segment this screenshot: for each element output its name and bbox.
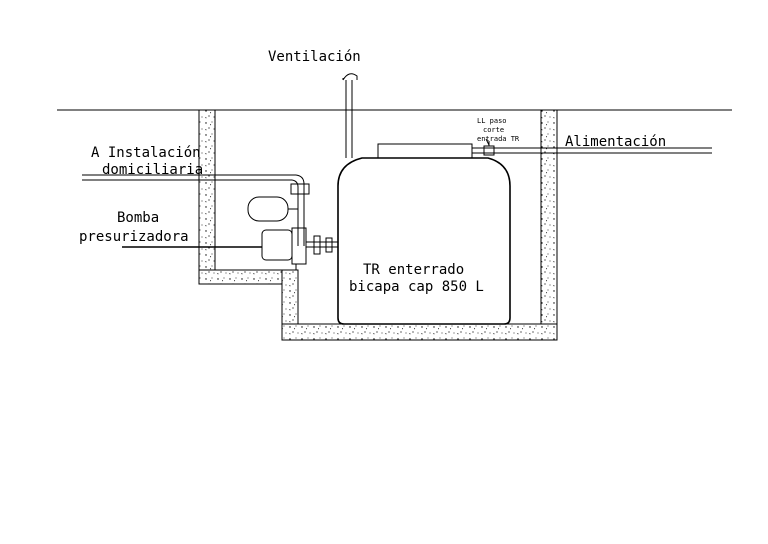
label-tanque-line2: bicapa cap 850 L bbox=[349, 279, 484, 295]
pressure-tank bbox=[247, 196, 298, 222]
ventilation-pipe bbox=[342, 73, 358, 158]
label-tanque-line1: TR enterrado bbox=[363, 262, 464, 278]
label-alimentacion: Alimentación bbox=[565, 134, 666, 150]
household-pipe bbox=[82, 174, 310, 246]
label-instalacion-line2: domiciliaria bbox=[102, 162, 203, 178]
water-tank bbox=[337, 143, 511, 325]
label-ll-paso-line3: entrada TR bbox=[477, 135, 520, 143]
label-ll-paso-line1: LL paso bbox=[477, 117, 507, 125]
feed-pipe bbox=[472, 141, 712, 156]
label-ventilacion: Ventilación bbox=[268, 49, 361, 65]
label-instalacion-line1: A Instalación bbox=[91, 145, 201, 161]
label-bomba-line2: presurizadora bbox=[79, 229, 189, 245]
leader-ll-paso bbox=[485, 138, 490, 146]
pressurizing-pump bbox=[261, 227, 338, 270]
concrete-pit bbox=[198, 109, 558, 341]
label-ll-paso-line2: corte bbox=[483, 126, 504, 134]
label-bomba-line1: Bomba bbox=[117, 210, 159, 226]
